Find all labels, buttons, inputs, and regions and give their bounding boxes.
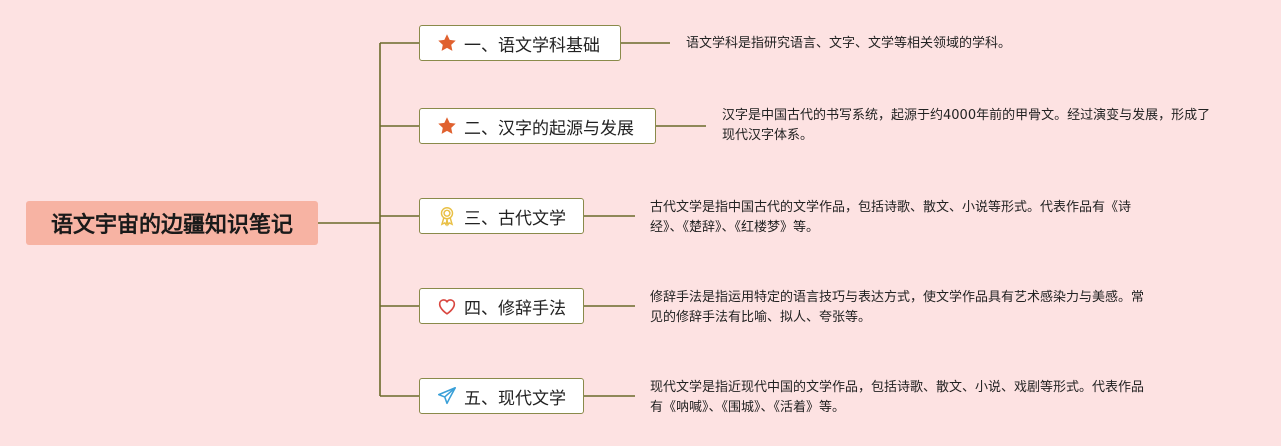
root-title: 语文宇宙的边疆知识笔记 [50, 213, 293, 238]
branch-topic-2[interactable]: 二、汉字的起源与发展 [419, 108, 656, 144]
branch-topic-1[interactable]: 一、语文学科基础 [419, 25, 621, 61]
heart-icon [436, 295, 458, 317]
branch-label: 三、古代文学 [464, 208, 566, 229]
branch-label: 二、汉字的起源与发展 [464, 118, 634, 139]
root-topic[interactable]: 语文宇宙的边疆知识笔记 [26, 201, 318, 245]
branch-topic-3[interactable]: 三、古代文学 [419, 198, 584, 234]
star-icon [436, 32, 458, 54]
branch-label: 一、语文学科基础 [464, 35, 600, 56]
branch-description-5: 现代文学是指近现代中国的文学作品，包括诗歌、散文、小说、戏剧等形式。代表作品有《… [650, 380, 1145, 415]
branch-description-1: 语文学科是指研究语言、文字、文学等相关领域的学科。 [686, 36, 1012, 51]
branch-topic-4[interactable]: 四、修辞手法 [419, 288, 584, 324]
paper-plane-icon [436, 385, 458, 407]
award-ribbon-icon [436, 205, 458, 227]
branch-label: 五、现代文学 [464, 388, 566, 409]
branch-description-2: 汉字是中国古代的书写系统，起源于约4000年前的甲骨文。经过演变与发展，形成了现… [722, 108, 1211, 143]
branch-label: 四、修辞手法 [464, 298, 566, 319]
branch-description-4: 修辞手法是指运用特定的语言技巧与表达方式，使文学作品具有艺术感染力与美感。常见的… [650, 290, 1145, 325]
star-icon [436, 115, 458, 137]
branch-description-3: 古代文学是指中国古代的文学作品，包括诗歌、散文、小说等形式。代表作品有《诗经》、… [650, 200, 1132, 235]
branch-topic-5[interactable]: 五、现代文学 [419, 378, 584, 414]
